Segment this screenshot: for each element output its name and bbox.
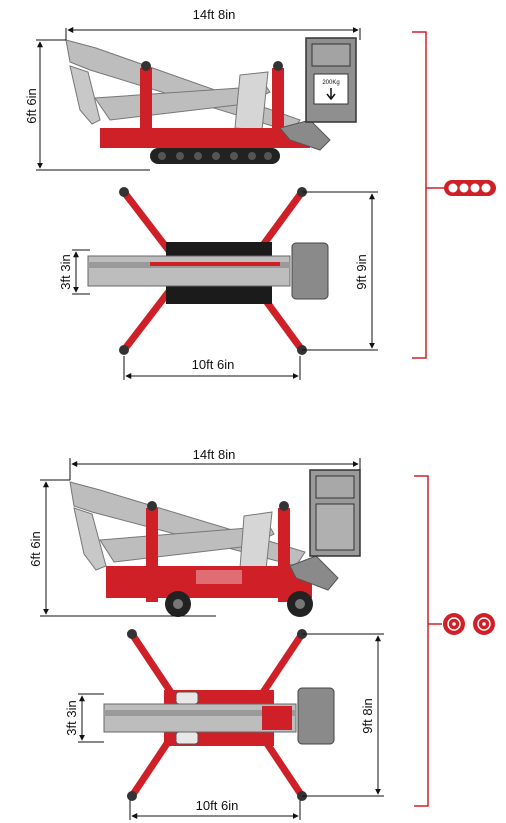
wheeled-model-bracket: [414, 475, 442, 807]
tracked-load-label: 200Kg: [322, 80, 339, 86]
tracked-turret: [234, 71, 269, 131]
wheeled-chassis: [106, 566, 312, 598]
wheeled-width-label: 3ft 3in: [64, 700, 79, 735]
tracked-model-bracket: [412, 31, 444, 359]
wheeled-outrigger: [128, 630, 176, 698]
tracked-basket-arm: [279, 119, 331, 151]
tracked-height-label: 6ft 6in: [24, 88, 39, 123]
wheeled-side-view: 14ft 8in 6ft 6in: [28, 447, 361, 617]
tracked-basket-top: [291, 242, 329, 300]
tracked-width-label: 3ft 3in: [58, 254, 73, 289]
tracked-jib: [69, 65, 101, 125]
tracked-boom-top: [87, 255, 291, 287]
tracked-joint: [273, 61, 283, 71]
wheeled-height-label: 6ft 6in: [28, 531, 43, 566]
wheeled-basket-arm: [289, 555, 339, 591]
tracked-side-view: 200Kg 14ft 8in 6ft 6in: [24, 7, 361, 171]
wheeled-basket-top: [297, 687, 335, 745]
down-arrow-icon: [326, 88, 336, 101]
wheeled-top-view: 3ft 3in 9ft 8in 10ft 6in: [64, 629, 384, 820]
tracked-outrigger-width-label: 9ft 9in: [354, 254, 369, 289]
crawler-track-icon: [444, 180, 496, 196]
wheeled-jib: [73, 507, 107, 571]
wheeled-outrigger-width-label: 9ft 8in: [360, 698, 375, 733]
wheeled-length-label: 14ft 8in: [193, 447, 236, 462]
tracked-top-view: 3ft 3in 9ft 9in 10ft 6in: [58, 187, 378, 380]
wheeled-outrigger: [258, 630, 306, 698]
tracked-joint: [141, 61, 151, 71]
tracked-length-label: 14ft 8in: [193, 7, 236, 22]
tracked-outrigger: [120, 286, 174, 354]
wheeled-outrigger-length-label: 10ft 6in: [196, 798, 239, 813]
wheeled-turret: [239, 511, 273, 571]
tracked-chassis: [100, 128, 310, 148]
wheel-icon: [443, 613, 495, 635]
tracked-outrigger-length-label: 10ft 6in: [192, 357, 235, 372]
tracked-outrigger: [120, 188, 174, 256]
